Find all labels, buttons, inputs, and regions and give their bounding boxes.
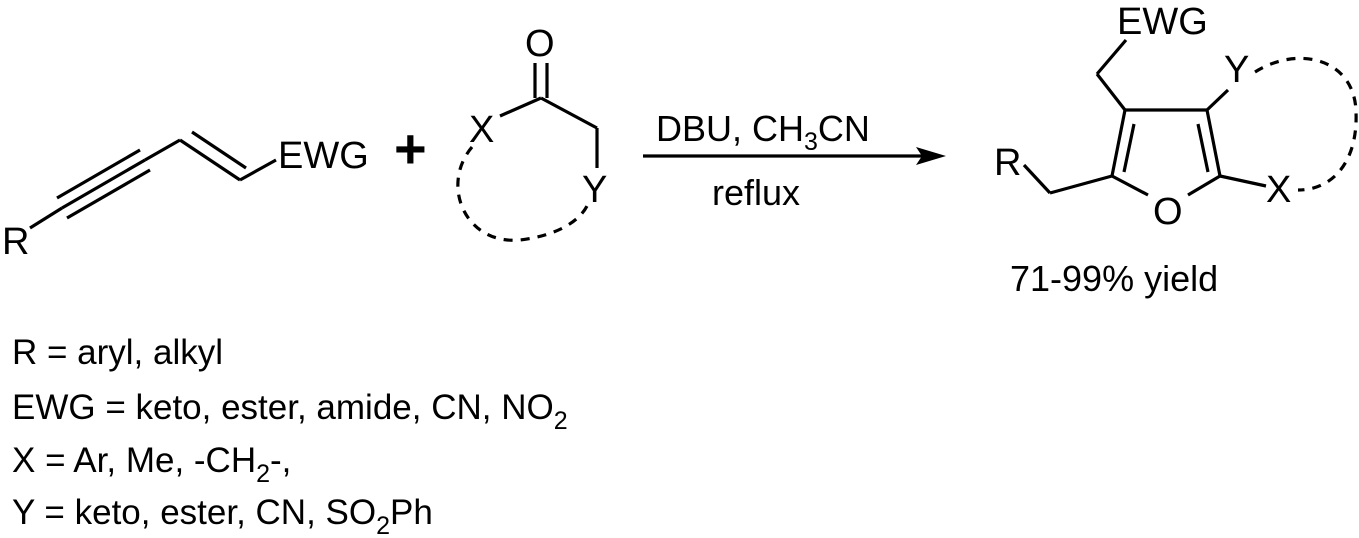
- definition-r: R = aryl, alkyl: [12, 333, 223, 372]
- substituent-definitions: R = aryl, alkyl EWG = keto, ester, amide…: [12, 333, 568, 538]
- definition-x: X = Ar, Me, -CH2-,: [12, 441, 291, 488]
- bond-r-alkyne: [29, 206, 63, 230]
- reactant2-x-label: X: [469, 109, 494, 151]
- reactant2-y-label: Y: [582, 169, 607, 211]
- reactant1-r-label: R: [2, 221, 29, 263]
- reagent-label: DBU, CH3CN: [656, 108, 870, 156]
- condition-label: reflux: [712, 172, 800, 213]
- bond-alkyne-alkene: [144, 138, 181, 162]
- furan-product: EWG Y O R X 71-99% yield: [994, 1, 1358, 299]
- definition-ewg: EWG = keto, ester, amide, CN, NO2: [12, 388, 568, 435]
- plus-sign: +: [394, 117, 427, 180]
- product-o-label: O: [1153, 191, 1183, 233]
- triple-bond-lower: [66, 168, 151, 220]
- bond-alkene-ewg: [239, 158, 277, 182]
- product-ring-dashed: [1254, 56, 1358, 192]
- ring-bond-c4-c5: [1205, 109, 1222, 177]
- ring-bond-o-c2: [1111, 174, 1149, 197]
- product-r-label: R: [994, 142, 1021, 184]
- product-x-label: X: [1266, 169, 1291, 211]
- enyne-reactant: R EWG: [2, 130, 369, 263]
- yield-label: 71-99% yield: [1010, 258, 1218, 299]
- product-y-label: Y: [1224, 49, 1249, 91]
- bond-ch2-c2: [1049, 174, 1113, 195]
- ketone-reactant: O X Y: [456, 23, 607, 242]
- bond-ewg-ch2: [1095, 38, 1128, 76]
- reaction-arrow-group: DBU, CH3CN reflux: [643, 108, 946, 213]
- bond-carbonyl-ch2: [540, 96, 598, 130]
- ring-bond-c5-o: [1187, 174, 1221, 197]
- reaction-arrow-head: [916, 147, 946, 165]
- ring-bond-c2-c3-inner: [1122, 123, 1136, 173]
- double-bond-second: [191, 130, 247, 170]
- bond-ring-y: [1205, 88, 1230, 112]
- product-ewg-label: EWG: [1117, 1, 1208, 43]
- reactant1-ewg-label: EWG: [278, 135, 369, 177]
- definition-y: Y = keto, ester, CN, SO2Ph: [12, 493, 433, 538]
- bond-carbonyl-x: [499, 96, 542, 118]
- ring-bond-c4-c5-inner: [1196, 123, 1210, 173]
- bond-r-ch2: [1022, 163, 1052, 195]
- bond-c5-x: [1219, 174, 1267, 188]
- reactant2-o-label: O: [525, 23, 555, 65]
- ring-bond-c2-c3: [1110, 109, 1127, 177]
- triple-bond-center: [61, 158, 146, 210]
- triple-bond-upper: [56, 148, 141, 200]
- bond-ch2-ring: [1095, 73, 1127, 111]
- reactant2-ring-dashed: [456, 145, 590, 242]
- double-bond-main: [179, 138, 241, 182]
